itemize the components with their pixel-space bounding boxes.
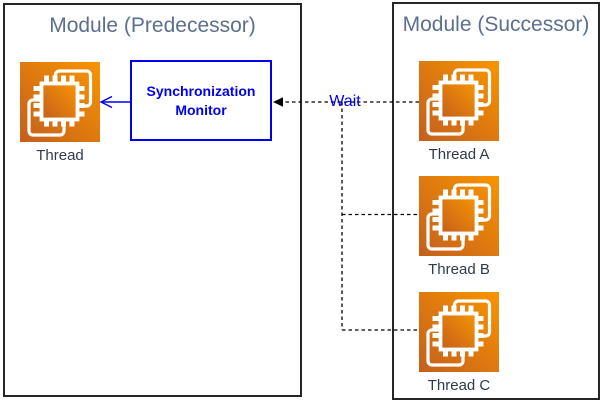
thread-node-predecessor: Thread (10, 62, 110, 164)
thread-chip-icon (419, 61, 499, 141)
thread-node-b: Thread B (409, 176, 509, 278)
thread-chip-icon (419, 292, 499, 372)
synchronization-monitor-label: Synchronization Monitor (146, 82, 256, 118)
thread-chip-icon (20, 62, 100, 142)
thread-chip-icon (419, 176, 499, 256)
thread-a-label: Thread A (428, 146, 490, 163)
thread-node-c: Thread C (409, 292, 509, 394)
thread-node-a: Thread A (409, 61, 509, 163)
module-predecessor-title: Module (Predecessor) (49, 14, 256, 37)
wait-edge-label: Wait (329, 93, 361, 110)
module-successor-title: Module (Successor) (402, 13, 590, 36)
synchronization-monitor-box: Synchronization Monitor (130, 60, 272, 141)
thread-b-label: Thread B (428, 261, 490, 278)
thread-label: Thread (36, 147, 84, 164)
thread-c-label: Thread C (427, 377, 491, 394)
